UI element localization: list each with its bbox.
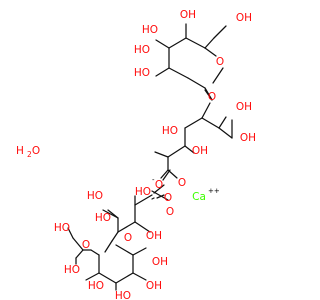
water-o: O bbox=[32, 145, 40, 157]
upper-negative-charge: - bbox=[152, 176, 155, 184]
lower-carboxylate-o: O bbox=[164, 192, 172, 204]
upper-chain-oh-top: OH bbox=[236, 101, 252, 113]
lower-ring-oh-1: OH bbox=[152, 256, 168, 268]
lower-ring-ho-1: HO bbox=[64, 264, 80, 276]
lower-carbonyl-o: O bbox=[166, 206, 174, 218]
upper-ring-oh-1: OH bbox=[180, 9, 196, 21]
lower-ring-ho-2: HO bbox=[88, 280, 104, 292]
molecule-drawing: HO OH OH HO HO O O OH OH HO OH O O - H 2… bbox=[16, 9, 256, 300]
lower-glycosidic-oxygen: O bbox=[124, 232, 132, 244]
lower-ring-oh-2: OH bbox=[146, 280, 162, 292]
upper-ring-ho-2: HO bbox=[134, 44, 150, 56]
structure-canvas: HO OH OH HO HO O O OH OH HO OH O O - H 2… bbox=[16, 9, 256, 300]
lower-ring-oxygen: O bbox=[82, 239, 90, 251]
lower-anion bbox=[67, 184, 169, 291]
calcium-charge: ++ bbox=[208, 187, 220, 195]
upper-ring-ho-3: HO bbox=[134, 67, 150, 79]
upper-anion bbox=[154, 23, 233, 181]
upper-ring-oxygen: O bbox=[216, 56, 224, 68]
upper-carboxylate-o: O bbox=[155, 179, 163, 191]
lower-chain-oh-right: OH bbox=[146, 230, 162, 242]
upper-glycosidic-oxygen: O bbox=[208, 91, 216, 103]
water-h: H bbox=[16, 145, 24, 157]
upper-chain-ho-left: HO bbox=[162, 125, 178, 137]
lower-ch2oh-ho: HO bbox=[54, 222, 70, 234]
upper-chain-oh-right: OH bbox=[240, 132, 256, 144]
upper-chain-oh-mid: OH bbox=[192, 145, 208, 157]
upper-ch2oh-oh: OH bbox=[236, 12, 252, 24]
lower-chain-ho-mid: HO bbox=[95, 212, 111, 224]
calcium-ion: Ca bbox=[192, 191, 206, 203]
upper-carbonyl-o: O bbox=[178, 177, 186, 189]
lower-chain-ho-left: HO bbox=[87, 190, 103, 202]
water-subscript: 2 bbox=[27, 150, 32, 159]
upper-ring-ho-1: HO bbox=[142, 24, 158, 36]
lower-chain-ho-top: HO bbox=[135, 186, 151, 198]
lower-ring-ho-3: HO bbox=[115, 290, 131, 300]
